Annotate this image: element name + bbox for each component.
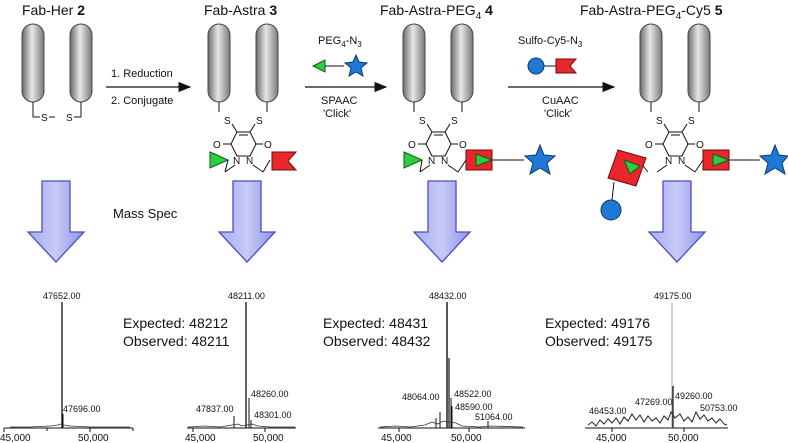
svg-text:SPAAC: SPAAC <box>321 95 358 107</box>
circle-dye-icon <box>527 57 545 75</box>
antibody-fab-astra <box>207 23 279 103</box>
peak-label: 48301.00 <box>254 410 292 420</box>
mass-spec-arrow-3 <box>412 180 472 263</box>
peak-label: 48590.00 <box>455 402 493 412</box>
peak-label: 50753.00 <box>700 403 738 413</box>
svg-text:S: S <box>656 116 663 127</box>
svg-text:'Click': 'Click' <box>323 108 351 120</box>
observed-4: Observed: 48432 <box>323 333 431 349</box>
peak-label: 48260.00 <box>251 389 289 399</box>
star-icon <box>523 143 557 176</box>
circle-dye-icon <box>600 199 622 221</box>
spectrum-4: 45,000 50,000 49175.00 46453.00 47269.00… <box>585 291 738 443</box>
svg-text:S: S <box>66 113 73 124</box>
triazole-cy5-5 <box>600 149 649 221</box>
peak-label: 47837.00 <box>196 404 234 414</box>
mass-spec-label: Mass Spec <box>113 206 178 221</box>
mass-spec-arrow-1 <box>26 180 86 263</box>
antibody-fab-astra-peg4-cy5 <box>639 23 711 103</box>
peak-label: 46453.00 <box>589 406 627 416</box>
tick-label: 50,000 <box>451 433 482 443</box>
linker-core-4: S S O O N N <box>408 102 467 173</box>
svg-text:Sulfo-Cy5-N3: Sulfo-Cy5-N3 <box>518 35 583 49</box>
svg-text:2. Conjugate: 2. Conjugate <box>111 95 173 107</box>
antibody-fab-astra-peg4 <box>402 23 474 103</box>
spectrum-2: 45,000 50,000 48211.00 48260.00 47837.00… <box>185 291 296 443</box>
star-icon <box>758 143 788 176</box>
svg-text:PEG4-N3: PEG4-N3 <box>318 35 362 49</box>
svg-text:CuAAC: CuAAC <box>542 95 579 107</box>
tick-label: 45,000 <box>381 433 412 443</box>
expected-3: Expected: 48212 <box>123 315 228 331</box>
peak-label: 49260.00 <box>675 391 713 401</box>
svg-text:O: O <box>459 140 467 151</box>
svg-text:S: S <box>224 116 231 127</box>
peak-label: 47269.00 <box>635 397 673 407</box>
title-fab-astra-peg4: Fab-Astra-PEG4 4 <box>380 2 493 22</box>
svg-text:N: N <box>246 156 253 167</box>
svg-text:'Click': 'Click' <box>544 108 572 120</box>
svg-text:O: O <box>645 140 653 151</box>
peak-label: 48211.00 <box>228 291 265 301</box>
peak-label: 48522.00 <box>454 389 492 399</box>
observed-5: Observed: 49175 <box>545 333 653 349</box>
tick-label: 50,000 <box>668 433 699 443</box>
expected-5: Expected: 49176 <box>545 315 650 331</box>
reaction-arrow-2: PEG4-N3 SPAAC 'Click' <box>305 35 388 120</box>
reaction-arrow-1: 1. Reduction 2. Conjugate <box>106 68 192 107</box>
spectrum-3: 45,000 50,000 48432.00 48064.00 48522.00… <box>378 291 525 443</box>
peak-label: 49175.00 <box>654 291 692 301</box>
linker-core-5: S S O O N N <box>645 102 704 173</box>
azide-handle-3 <box>262 151 298 173</box>
spectrum-1: 45,000 50,000 47652.00 47696.00 <box>0 291 134 443</box>
svg-text:1. Reduction: 1. Reduction <box>111 68 173 80</box>
tick-label: 45,000 <box>0 433 31 443</box>
mass-spec-arrow-4 <box>647 180 707 263</box>
tick-label: 50,000 <box>78 433 109 443</box>
tick-label: 50,000 <box>253 433 284 443</box>
peak-label: 47652.00 <box>43 291 81 301</box>
svg-text:O: O <box>213 140 221 151</box>
cyclooctyne-handle-4 <box>403 151 424 173</box>
peak-label: 47696.00 <box>63 404 101 414</box>
tick-label: 45,000 <box>596 433 627 443</box>
svg-text:N: N <box>233 156 240 167</box>
cyclooctyne-handle-3 <box>209 151 230 173</box>
svg-text:N: N <box>441 156 448 167</box>
mass-spec-arrow-2 <box>217 180 277 263</box>
noisy-baseline <box>587 410 728 427</box>
svg-text:N: N <box>665 156 672 167</box>
svg-text:O: O <box>408 140 416 151</box>
tick-label: 45,000 <box>185 433 216 443</box>
peak-label: 51064.00 <box>475 412 513 422</box>
observed-3: Observed: 48211 <box>123 333 230 349</box>
svg-text:S: S <box>688 116 695 127</box>
svg-text:O: O <box>264 140 272 151</box>
linker-core-3: S S O O N N <box>213 102 272 173</box>
svg-text:N: N <box>428 156 435 167</box>
svg-text:O: O <box>696 140 704 151</box>
reaction-arrow-3: Sulfo-Cy5-N3 CuAAC 'Click' <box>508 35 616 120</box>
title-fab-her: Fab-Her 2 <box>22 2 85 18</box>
antibody-fab-her: S S <box>21 23 93 124</box>
triazole-peg-4 <box>457 143 557 176</box>
svg-text:S: S <box>256 116 263 127</box>
title-fab-astra-peg4-cy5: Fab-Astra-PEG4-Cy5 5 <box>580 2 723 22</box>
peak-label: 48432.00 <box>429 291 467 301</box>
peak-label: 48064.00 <box>402 392 440 402</box>
title-fab-astra: Fab-Astra 3 <box>204 2 277 18</box>
svg-text:S: S <box>419 116 426 127</box>
svg-text:N: N <box>678 156 685 167</box>
star-icon <box>343 53 369 78</box>
svg-text:S: S <box>451 116 458 127</box>
expected-4: Expected: 48431 <box>323 315 428 331</box>
triazole-peg-5 <box>694 143 788 176</box>
svg-text:S: S <box>41 113 48 124</box>
